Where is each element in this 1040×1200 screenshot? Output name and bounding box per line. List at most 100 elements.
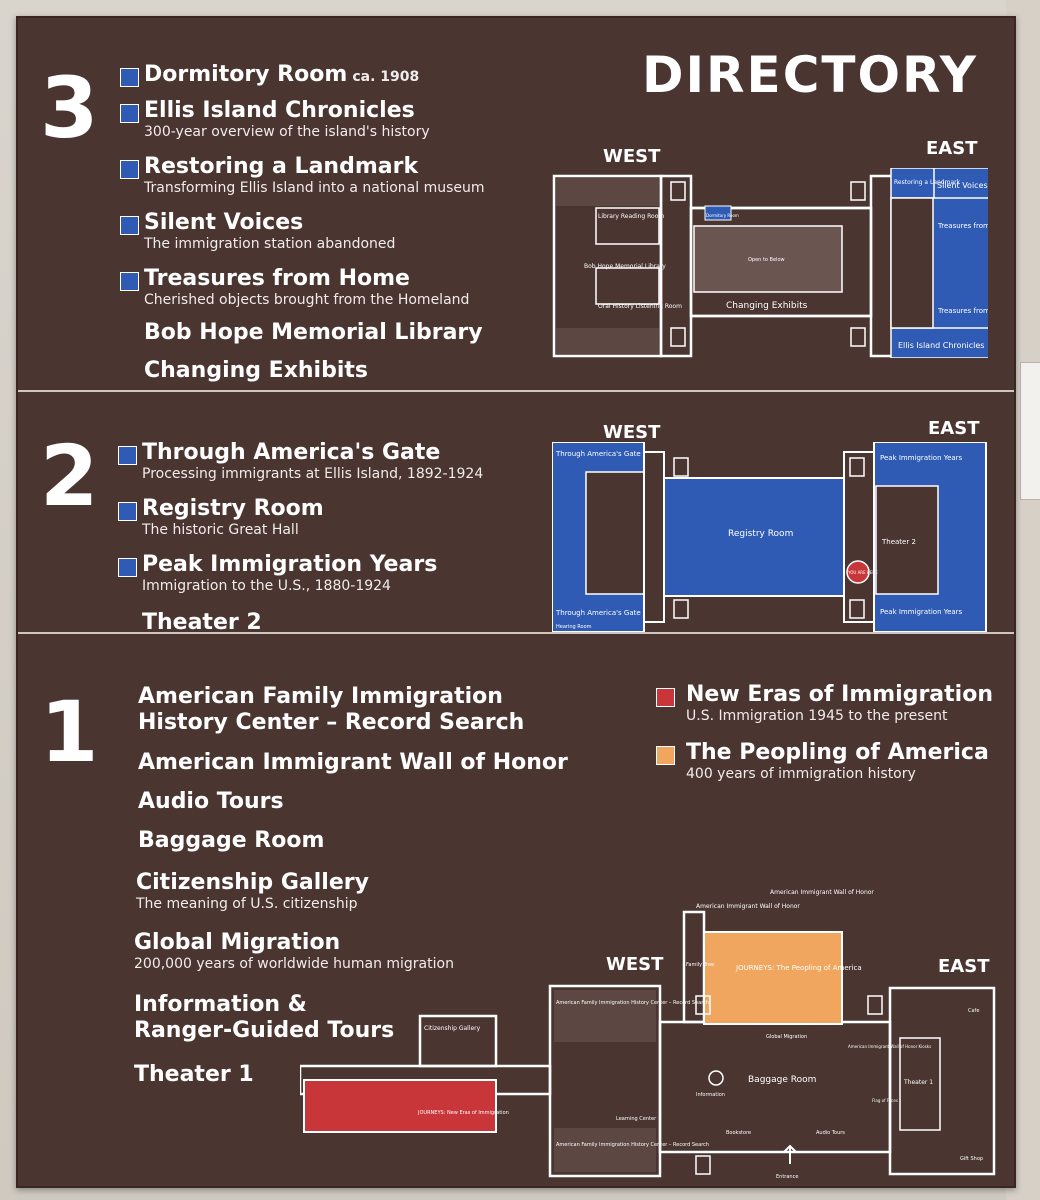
- item-subtitle: Cherished objects brought from the Homel…: [144, 292, 470, 308]
- map-label-theater-1: Theater 1: [903, 1079, 933, 1086]
- floor-3-west-label: WEST: [603, 146, 661, 167]
- item-subtitle: 300-year overview of the island's histor…: [144, 124, 430, 140]
- item-title: Theater 1: [134, 1062, 254, 1087]
- map-open-below: [693, 225, 843, 293]
- legend-title: The Peopling of America: [686, 740, 989, 765]
- item-subtitle: 200,000 years of worldwide human migrati…: [134, 956, 454, 972]
- map-stair-core: [890, 197, 934, 329]
- floor-2-west-label: WEST: [603, 422, 661, 443]
- map-label-journeys-new-eras: JOURNEYS: New Eras of Immigration: [417, 1110, 509, 1116]
- floor-3-item-restoring: Restoring a Landmark Transforming Ellis …: [144, 154, 485, 196]
- floor-3-section: 3 Dormitory Room ca. 1908 Ellis Island C…: [18, 18, 1014, 390]
- elevator-icon: [695, 995, 711, 1015]
- item-title: Registry Room: [142, 496, 324, 521]
- floor-3-number: 3: [40, 59, 99, 157]
- floor-1-item-information: Information & Ranger-Guided Tours: [134, 992, 394, 1044]
- floor-1-number: 1: [40, 683, 99, 781]
- map-label-family-tree: Family Tree: [686, 962, 714, 968]
- item-title: Through America's Gate: [142, 440, 441, 465]
- elevator-icon: [670, 327, 686, 347]
- map-label-bookstore: Bookstore: [726, 1130, 751, 1136]
- map-label-family-center: American Family Immigration History Cent…: [556, 1142, 709, 1148]
- map-label-oral-history: Oral History Listening Room: [598, 303, 682, 310]
- item-title: Theater 2: [142, 610, 262, 635]
- map-label-information: Information: [696, 1092, 725, 1098]
- item-subtitle: The meaning of U.S. citizenship: [136, 896, 358, 912]
- floor-1-item-baggage-room: Baggage Room: [138, 828, 324, 854]
- floor-1-section: 1 American Family Immigration History Ce…: [18, 634, 1014, 1190]
- wall-plaque: [1020, 362, 1040, 500]
- map-label-citizenship: Citizenship Gallery: [424, 1025, 481, 1032]
- floor-1-item-audio-tours: Audio Tours: [138, 789, 284, 815]
- map-label-peak-years: Peak Immigration Years: [880, 608, 963, 616]
- map-east-wing: [888, 986, 996, 1176]
- floor-1-item-wall-of-honor: American Immigrant Wall of Honor: [138, 750, 568, 776]
- legend-subtitle: U.S. Immigration 1945 to the present: [686, 708, 948, 724]
- item-title-line-2: Ranger-Guided Tours: [134, 1018, 395, 1043]
- item-subtitle: Transforming Ellis Island into a nationa…: [144, 180, 485, 196]
- map-room: [556, 328, 659, 354]
- map-new-eras-exhibit: [303, 1079, 497, 1133]
- floor-2-item-americas-gate: Through America's Gate Processing immigr…: [142, 440, 483, 482]
- floor-2-blue-marker: [118, 446, 137, 465]
- map-label-cafe: Cafe: [968, 1008, 979, 1014]
- legend-title: New Eras of Immigration: [686, 682, 993, 707]
- directory-board: DIRECTORY 3 Dormitory Room ca. 1908 Elli…: [16, 16, 1016, 1188]
- floor-1-item-family-history: American Family Immigration History Cent…: [138, 684, 524, 736]
- elevator-icon: [850, 327, 866, 347]
- map-label-audio-tours: Audio Tours: [816, 1130, 845, 1136]
- elevator-icon: [673, 599, 689, 619]
- elevator-icon: [695, 1155, 711, 1175]
- floor-3-item-library: Bob Hope Memorial Library: [144, 320, 483, 346]
- legend-new-eras: New Eras of Immigration U.S. Immigration…: [686, 682, 993, 724]
- item-subtitle: Immigration to the U.S., 1880-1924: [142, 578, 391, 594]
- map-label-flag-of-faces: Flag of Faces: [872, 1098, 898, 1103]
- item-title: Audio Tours: [138, 789, 284, 814]
- map-label-treasures: Treasures from Home: [937, 222, 988, 230]
- map-label-open-below: Open to Below: [748, 257, 785, 263]
- map-family-center-room: [554, 990, 656, 1042]
- map-label-americas-gate: Through America's Gate: [555, 450, 641, 458]
- item-title: Information &: [134, 992, 307, 1017]
- directory-heading: DIRECTORY: [641, 46, 978, 104]
- item-title: Peak Immigration Years: [142, 552, 438, 577]
- elevator-icon: [673, 457, 689, 477]
- legend-orange-marker: [656, 746, 675, 765]
- floor-3-map: Bob Hope Memorial Library Library Readin…: [552, 168, 988, 358]
- entrance-arrow-icon: [783, 1144, 797, 1164]
- floor-2-number: 2: [40, 427, 99, 525]
- map-room: [595, 267, 660, 305]
- item-subtitle: The historic Great Hall: [142, 522, 299, 538]
- map-citizenship-gallery: [418, 1014, 498, 1068]
- map-core: [585, 471, 645, 595]
- floor-3-blue-marker: [120, 216, 139, 235]
- item-title: Global Migration: [134, 930, 341, 955]
- item-title: Restoring a Landmark: [144, 154, 419, 179]
- floor-3-item-dormitory: Dormitory Room ca. 1908: [144, 62, 419, 88]
- floor-2-section: 2 Through America's Gate Processing immi…: [18, 392, 1014, 635]
- map-room: [595, 207, 660, 245]
- map-theater-1: [899, 1037, 941, 1131]
- floor-3-east-label: EAST: [926, 138, 978, 159]
- item-title: Baggage Room: [138, 828, 325, 853]
- map-label-registry-room: Registry Room: [728, 529, 793, 539]
- map-label-chronicles: Ellis Island Chronicles: [898, 341, 984, 350]
- map-label-learning-center: Learning Center: [616, 1116, 657, 1122]
- floor-2-blue-marker: [118, 502, 137, 521]
- elevator-icon: [849, 599, 865, 619]
- floor-2-map: YOU ARE HERE Through America's Gate Thro…: [552, 442, 987, 632]
- item-title: Dormitory Room: [144, 62, 348, 87]
- item-subtitle: The immigration station abandoned: [144, 236, 396, 252]
- floor-2-item-theater-2: Theater 2: [142, 610, 262, 636]
- map-label-changing-exhibits: Changing Exhibits: [726, 301, 808, 311]
- map-room: [556, 178, 659, 206]
- map-label-wall-of-honor: American Immigrant Wall of Honor: [770, 889, 874, 896]
- map-label-wall-of-honor: American Immigrant Wall of Honor: [696, 903, 800, 910]
- map-label-wall-kiosks: American Immigrant Wall of Honor Kiosks: [848, 1044, 931, 1049]
- map-label-library-reading: Library Reading Room: [598, 213, 664, 220]
- map-label-dormitory: Dormitory Room: [706, 213, 739, 218]
- item-title: Bob Hope Memorial Library: [144, 320, 483, 345]
- map-family-center-room: [554, 1128, 656, 1172]
- floor-2-blue-marker: [118, 558, 137, 577]
- item-title: American Family Immigration: [138, 684, 503, 709]
